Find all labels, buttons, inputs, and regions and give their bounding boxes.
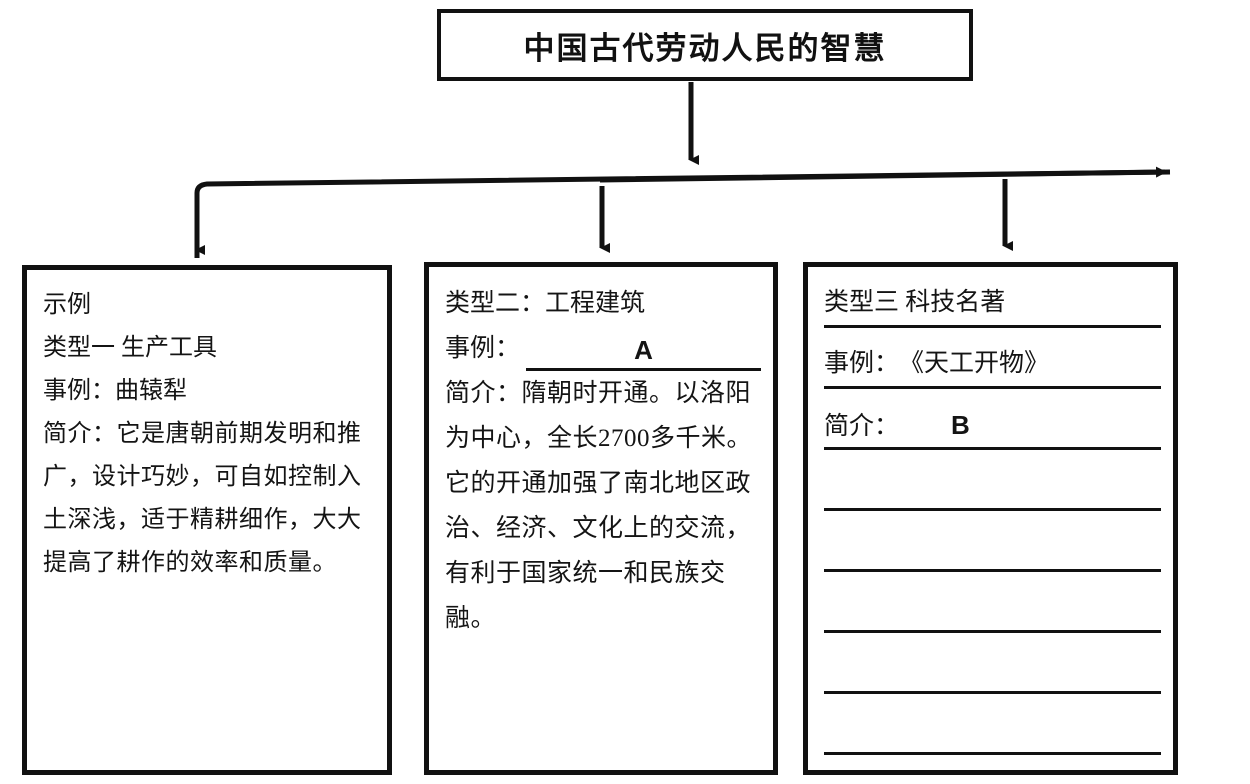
card-3-blank-line-5[interactable] <box>824 708 1161 755</box>
category-card-1: 示例 类型一 生产工具 事例：曲辕犁 简介：它是唐朝前期发明和推广，设计巧妙，可… <box>22 265 392 775</box>
card-2-case-label: 事例： <box>445 335 521 362</box>
card-1-tag: 示例 <box>43 292 91 318</box>
card-1-intro: 简介：它是唐朝前期发明和推广，设计巧妙，可自如控制入土深浅，适于精耕细作，大大提… <box>43 413 375 585</box>
card-1-intro-text: 它是唐朝前期发明和推广，设计巧妙，可自如控制入土深浅，适于精耕细作，大大提高了耕… <box>43 421 362 576</box>
card-1-intro-label: 简介： <box>43 421 117 447</box>
card-2-intro-label: 简介： <box>445 380 522 407</box>
card-2-case-blank[interactable]: A <box>526 332 761 371</box>
card-3-intro-row[interactable]: 简介： B <box>824 403 1161 450</box>
connector-spine-arrow-segment <box>599 166 1167 183</box>
card-3-blank-line-3[interactable] <box>824 586 1161 633</box>
card-3-blank-line-2[interactable] <box>824 525 1161 572</box>
category-card-2: 类型二：工程建筑 事例： A 简介：隋朝时开通。以洛阳为中心，全长2700多千米… <box>424 262 778 775</box>
card-3-case-label: 事例： <box>824 350 900 377</box>
category-card-3: 类型三 科技名著 事例：《天工开物》 简介： B <box>803 262 1178 775</box>
card-3-case-row: 事例：《天工开物》 <box>824 342 1161 389</box>
card-3-intro-label: 简介： <box>824 413 900 440</box>
card-1-case-label: 事例： <box>43 378 115 404</box>
card-3-category-row: 类型三 科技名著 <box>824 281 1161 328</box>
card-1-category: 类型一 生产工具 <box>43 335 217 361</box>
card-3-category: 类型三 科技名著 <box>824 289 1006 316</box>
page-title: 中国古代劳动人民的智慧 <box>523 30 887 66</box>
card-3-blank-line-4[interactable] <box>824 647 1161 694</box>
card-1-case: 事例：曲辕犁 <box>43 370 375 413</box>
card-3-blank-line-1[interactable] <box>824 464 1161 511</box>
card-2-category: 类型二：工程建筑 <box>445 290 646 317</box>
connector-spine <box>194 169 1171 258</box>
card-1-case-value: 曲辕犁 <box>115 378 187 404</box>
diagram-title-box: 中国古代劳动人民的智慧 <box>437 9 973 81</box>
card-3-intro-blank[interactable]: B <box>951 410 970 440</box>
card-2-intro: 简介：隋朝时开通。以洛阳为中心，全长2700多千米。它的开通加强了南北地区政治、… <box>445 371 761 641</box>
card-2-case-row: 事例： A <box>445 326 761 371</box>
card-3-case-value: 《天工开物》 <box>899 350 1050 377</box>
card-2-intro-text: 隋朝时开通。以洛阳为中心，全长2700多千米。它的开通加强了南北地区政治、经济、… <box>445 380 753 632</box>
